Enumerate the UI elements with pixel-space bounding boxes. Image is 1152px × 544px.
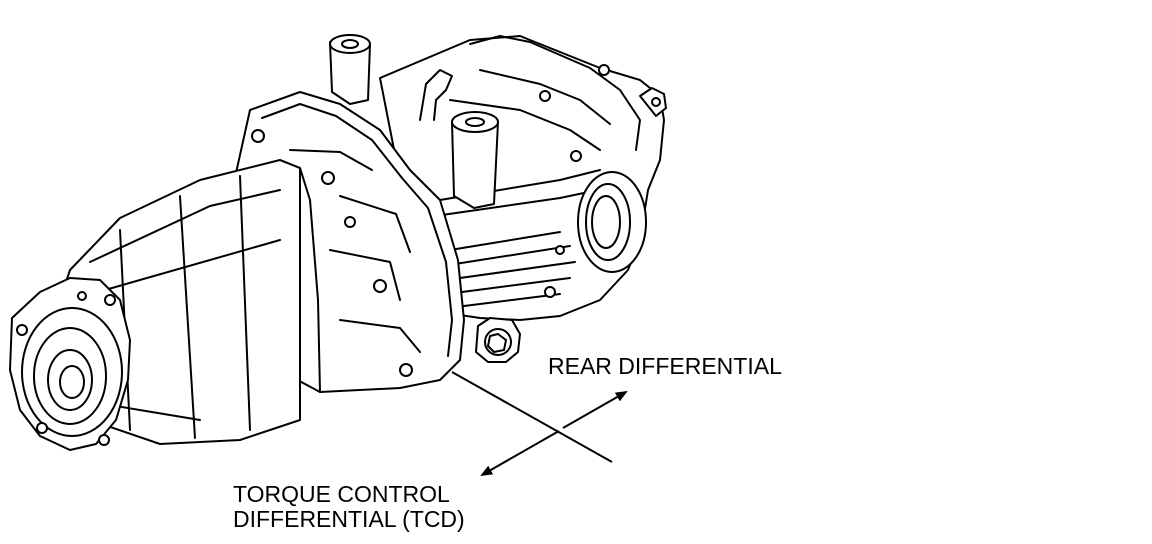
label-rear-differential: REAR DIFFERENTIAL xyxy=(548,354,782,379)
leader-line xyxy=(451,371,613,463)
arrow-to-rear xyxy=(562,391,628,429)
double-headed-arrow xyxy=(451,371,628,476)
differential-assembly-illustration xyxy=(9,34,667,451)
input-flange xyxy=(9,277,131,451)
label-tcd-line1: TORQUE CONTROL xyxy=(233,481,450,507)
drain-plug xyxy=(475,317,521,363)
rear-mount-tube xyxy=(329,34,371,105)
arrow-to-tcd xyxy=(480,430,560,476)
label-tcd-line2: DIFFERENTIAL (TCD) xyxy=(233,506,465,532)
breather-hose xyxy=(419,69,453,121)
label-torque-control-differential: TORQUE CONTROL DIFFERENTIAL (TCD) xyxy=(233,482,465,532)
front-mount-tube xyxy=(451,111,499,209)
label-rear-differential-text: REAR DIFFERENTIAL xyxy=(548,353,782,379)
